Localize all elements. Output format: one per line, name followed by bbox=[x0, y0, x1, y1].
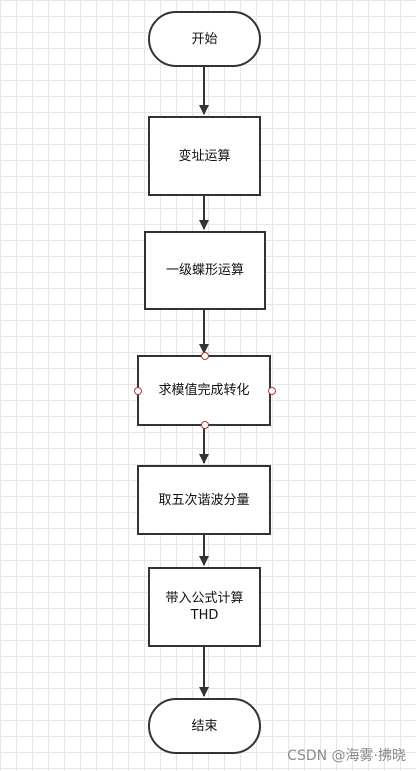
connection-handle-left[interactable] bbox=[134, 387, 142, 395]
end-node-label: 结束 bbox=[191, 718, 218, 734]
process-node-sublabel: THD bbox=[190, 608, 219, 623]
process-node-label: 一级蝶形运算 bbox=[165, 263, 244, 278]
start-node[interactable]: 开始 bbox=[148, 11, 261, 67]
watermark: CSDN @海雾·拂晓 bbox=[287, 748, 406, 764]
connection-handle-top[interactable] bbox=[201, 352, 209, 360]
process-node-harmonic[interactable]: 取五次谐波分量 bbox=[137, 465, 271, 535]
connection-handle-right[interactable] bbox=[268, 387, 276, 395]
process-node-label: 取五次谐波分量 bbox=[158, 492, 250, 508]
end-node[interactable]: 结束 bbox=[148, 698, 261, 754]
process-node-label: 求模值完成转化 bbox=[158, 383, 250, 398]
process-node-label: 带入公式计算 bbox=[165, 591, 244, 606]
process-node-butterfly[interactable]: 一级蝶形运算 bbox=[144, 231, 266, 310]
connection-handle-bottom[interactable] bbox=[201, 421, 209, 429]
process-node-magnitude[interactable]: 求模值完成转化 bbox=[134, 352, 276, 429]
process-node-label: 变址运算 bbox=[178, 148, 231, 164]
process-node-index-reorder[interactable]: 变址运算 bbox=[148, 116, 261, 196]
process-node-thd-formula[interactable]: 带入公式计算 THD bbox=[148, 567, 261, 647]
start-node-label: 开始 bbox=[191, 31, 218, 47]
